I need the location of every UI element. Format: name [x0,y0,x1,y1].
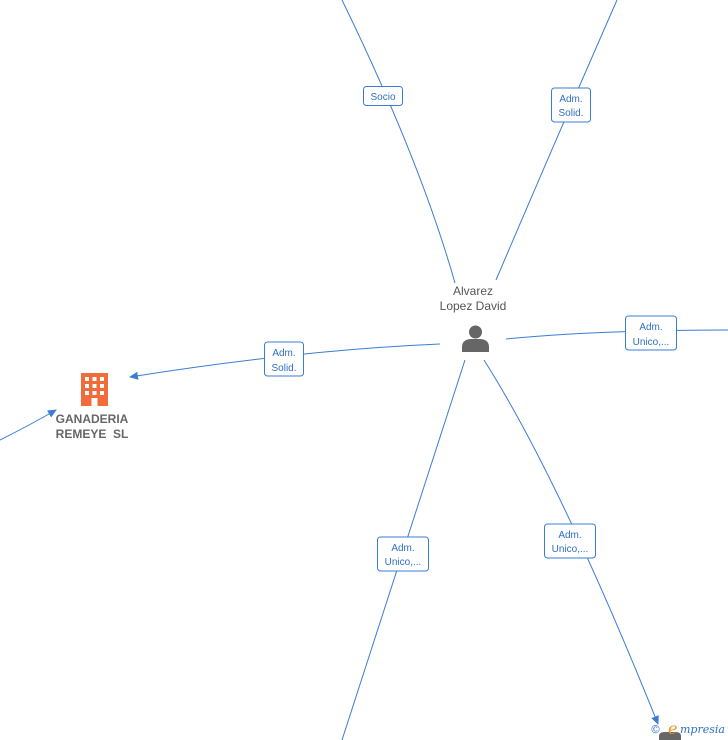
edge-label-text: Socio [370,92,395,103]
edge-label-text: Adm. [272,348,295,359]
node-icon-bottom-right[interactable] [659,732,681,740]
edge-label-adm-unico-bottom[interactable]: Adm. Unico,... [377,536,429,572]
edge-label-adm-solid-top[interactable]: Adm. Solid. [551,87,591,123]
edge-label-text: Solid. [271,363,296,374]
edge-line-adm-unico-right[interactable] [505,329,728,340]
edge-label-text: Unico,... [633,337,670,348]
edge-line-adm-solid-top[interactable] [495,0,618,281]
edge-label-text: Adm. [559,94,582,105]
edge-label-text: Solid. [558,108,583,119]
edge-label-adm-unico-bottom-right[interactable]: Adm. Unico,... [544,523,596,559]
company-name-line1: GANADERIA [56,412,129,426]
person-name-line2: Lopez David [440,299,507,313]
company-node[interactable]: GANADERIA REMEYE SL [56,373,129,441]
person-name-line1: Alvarez [453,284,493,298]
brand-logo-letter: e [668,719,677,738]
edge-label-text: Unico,... [552,544,589,555]
company-name-line2: REMEYE SL [56,427,129,441]
edge-label-adm-unico-right[interactable]: Adm. Unico,... [625,315,677,351]
brand-watermark: © e mpresia [650,719,725,738]
copyright-symbol: © [650,723,661,736]
edge-label-text: Unico,... [385,557,422,568]
edge-line-adm-unico-bottom-right[interactable] [483,359,659,725]
edge-label-adm-solid-left[interactable]: Adm. Solid. [264,341,304,377]
edge-label-text: Adm. [558,530,581,541]
person-node[interactable]: Alvarez Lopez David [440,284,507,352]
edge-label-text: Adm. [391,543,414,554]
building-icon[interactable] [81,373,108,406]
edge-label-socio[interactable]: Socio [363,86,403,106]
edge-label-text: Adm. [639,322,662,333]
brand-name: mpresia [680,723,725,736]
edge-line-socio[interactable] [341,0,456,284]
edge-line-incoming-company[interactable] [0,409,57,441]
person-icon[interactable] [462,325,489,353]
